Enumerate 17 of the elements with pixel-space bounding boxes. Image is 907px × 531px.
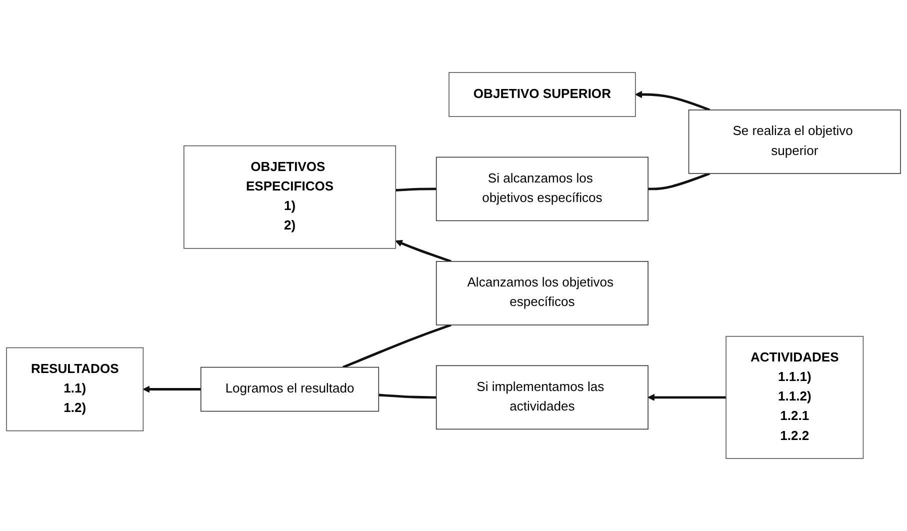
connector (342, 324, 452, 368)
arrow (648, 394, 726, 401)
connector (648, 172, 710, 190)
node-box: Si alcanzamos los objetivos específicos (436, 156, 648, 222)
arrow (395, 240, 452, 263)
connector (378, 394, 436, 399)
node-box: Se realiza el objetivo superior (688, 110, 901, 174)
node-box: Logramos el resultado (200, 366, 380, 412)
node-box: ACTIVIDADES 1.1.1) 1.1.2) 1.2.1 1.2.2 (726, 336, 864, 459)
node-box: RESULTADOS 1.1) 1.2) (6, 347, 144, 432)
node-box: Alcanzamos los objetivos específicos (436, 261, 648, 326)
node-box: OBJETIVOS ESPECIFICOS 1) 2) (184, 145, 396, 249)
connector (396, 188, 436, 192)
node-box: Si implementamos las actividades (436, 365, 648, 430)
node-box: OBJETIVO SUPERIOR (448, 72, 636, 117)
arrow (635, 90, 710, 112)
arrow (142, 386, 201, 393)
